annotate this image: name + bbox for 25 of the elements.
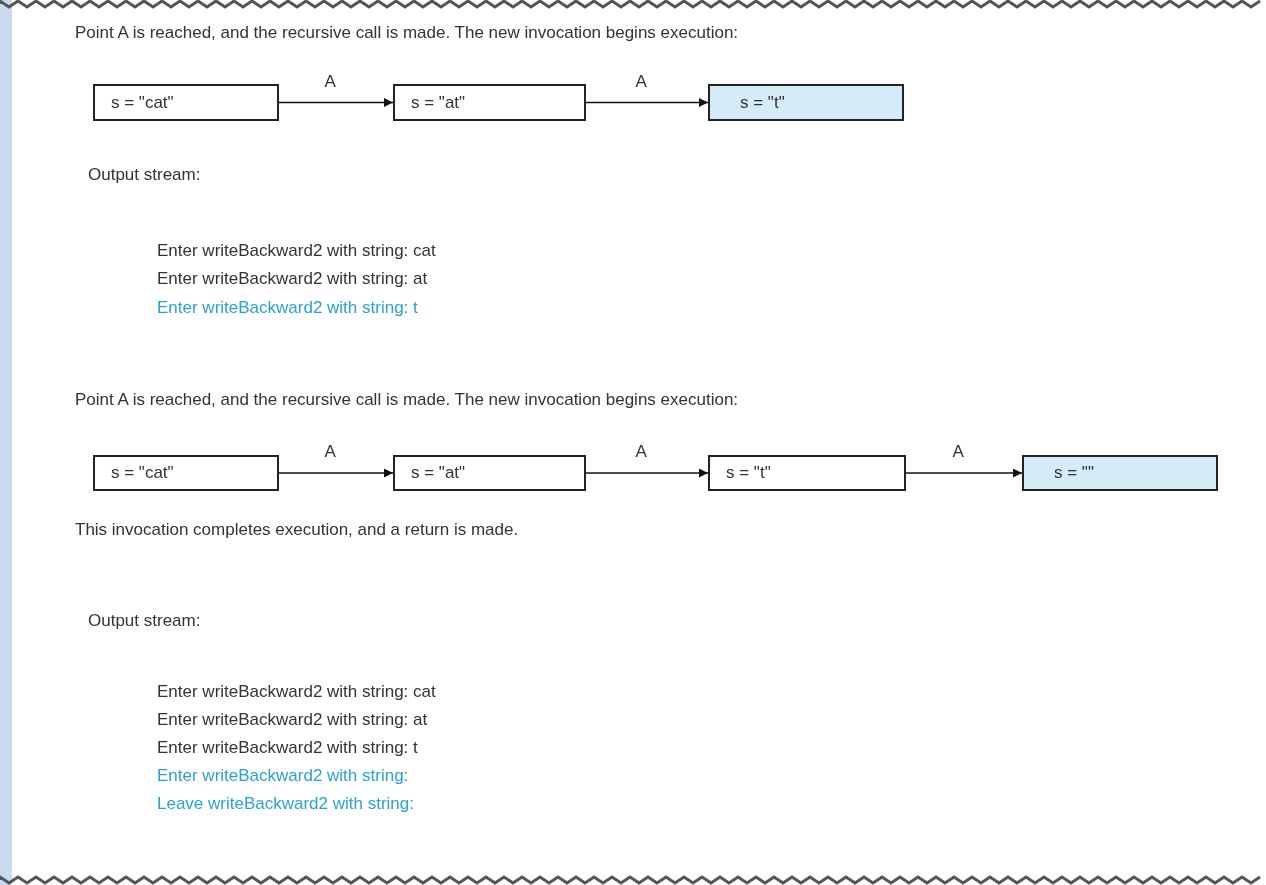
arrow xyxy=(278,98,394,107)
output-line: Enter writeBackward2 with string: at xyxy=(157,269,428,289)
instruction-text: Point A is reached, and the recursive call is made. The new invocation begins execution: xyxy=(75,390,739,410)
call-box: s = "at" xyxy=(393,84,586,121)
arrow xyxy=(585,98,709,107)
section-heading: Output stream: xyxy=(88,165,201,185)
instruction-text: This invocation completes execution, and a return is made. xyxy=(75,520,519,540)
call-box: s = "t" xyxy=(708,455,906,491)
output-line: Leave writeBackward2 with string: xyxy=(157,794,414,814)
output-line: Enter writeBackward2 with string: t xyxy=(157,298,418,318)
active-call-box: s = "t" xyxy=(708,84,904,121)
section-heading: Output stream: xyxy=(88,611,201,631)
arrow xyxy=(278,468,394,478)
arrow xyxy=(905,468,1023,478)
call-box: s = "cat" xyxy=(93,84,279,121)
arrow xyxy=(585,468,709,478)
output-line: Enter writeBackward2 with string: cat xyxy=(157,682,436,702)
output-line: Enter writeBackward2 with string: cat xyxy=(157,241,436,261)
active-call-box: s = "" xyxy=(1022,455,1218,491)
output-line: Enter writeBackward2 with string: xyxy=(157,766,409,786)
call-box: s = "cat" xyxy=(93,455,279,491)
instruction-text: Point A is reached, and the recursive call is made. The new invocation begins execution: xyxy=(75,23,739,43)
output-line: Enter writeBackward2 with string: at xyxy=(157,710,428,730)
output-line: Enter writeBackward2 with string: t xyxy=(157,738,418,758)
call-box: s = "at" xyxy=(393,455,586,491)
